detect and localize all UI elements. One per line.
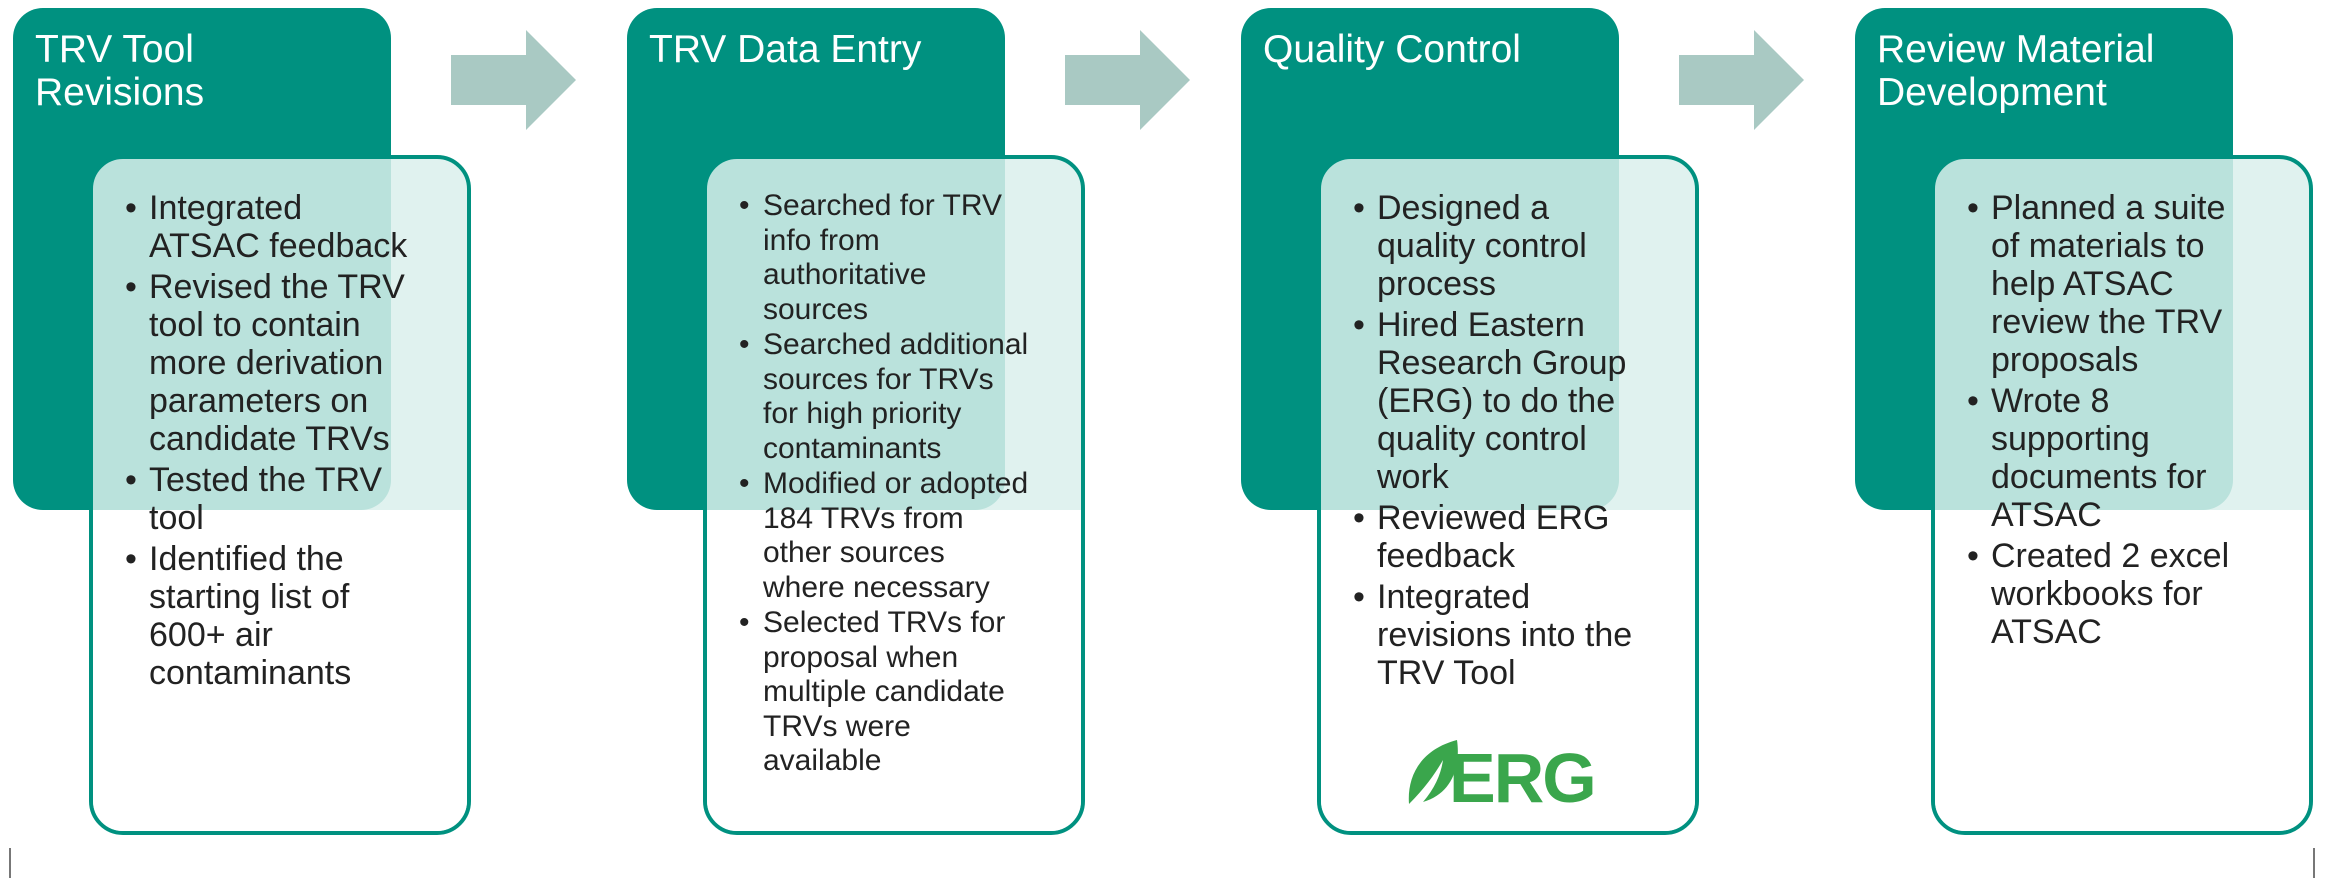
list-item-line: contaminants	[763, 431, 942, 465]
list-item-line: quality control	[1377, 227, 1587, 265]
list-item-line: TRVs were	[763, 709, 911, 743]
list-item-line: ATSAC	[1991, 613, 2102, 651]
step-4-body: Planned a suite of materials to help ATS…	[1931, 155, 2313, 835]
list-item-line: proposals	[1991, 341, 2139, 379]
list-item-line: info from	[763, 223, 880, 257]
list-item: Integrated ATSAC feedback	[125, 189, 443, 265]
list-item-line: for high priority	[763, 397, 962, 430]
list-item-line: workbooks for	[1991, 575, 2203, 613]
list-item-line: Revised the TRV	[149, 268, 405, 306]
list-item-line: Research Group	[1377, 344, 1627, 382]
list-item-line: process	[1377, 265, 1497, 303]
list-item-line: Searched for TRV	[763, 189, 1003, 222]
step-3-title: Quality Control	[1263, 28, 1597, 71]
list-item: Modified or adopted 184 TRVs from other …	[739, 467, 1057, 605]
list-item-line: 600+ air	[149, 616, 273, 654]
erg-logo: ERG	[1408, 739, 1595, 806]
step-4-title-line: Development	[1877, 71, 2107, 114]
list-item-line: contaminants	[149, 654, 352, 692]
list-item-line: other sources	[763, 536, 945, 569]
list-item: Integrated revisions into the TRV Tool	[1353, 578, 1671, 692]
list-item-line: revisions into the	[1377, 616, 1633, 654]
list-item-line: ATSAC feedback	[149, 227, 408, 265]
list-item-line: Modified or adopted	[763, 467, 1029, 500]
list-item-line: Wrote 8	[1991, 382, 2110, 420]
list-item-line: multiple candidate	[763, 675, 1005, 708]
list-item: Tested the TRV tool	[125, 461, 443, 537]
list-item-line: review the TRV	[1991, 303, 2223, 341]
list-item-line: authoritative	[763, 258, 927, 291]
list-item-line: sources	[763, 292, 869, 326]
step-1-list: Integrated ATSAC feedback Revised the TR…	[125, 189, 443, 692]
list-item-line: tool	[149, 499, 204, 537]
list-item-line: Searched additional	[763, 328, 1029, 361]
step-1-title: TRV Tool Revisions	[35, 28, 369, 114]
arrow-right-icon	[1065, 30, 1190, 130]
list-item-line: ATSAC	[1991, 496, 2102, 534]
list-item: Identified the starting list of 600+ air…	[125, 540, 443, 692]
step-1-title-line: TRV Tool	[35, 28, 194, 71]
list-item: Selected TRVs for proposal when multiple…	[739, 606, 1057, 779]
list-item: Planned a suite of materials to help ATS…	[1967, 189, 2285, 379]
step-4-title-line: Review Material	[1877, 28, 2155, 71]
list-item-line: help ATSAC	[1991, 265, 2174, 303]
list-item-line: Selected TRVs for	[763, 606, 1006, 639]
step-3-title-line: Quality Control	[1263, 28, 1521, 71]
step-2-title: TRV Data Entry	[649, 28, 983, 71]
list-item-line: more derivation	[149, 344, 384, 382]
list-item-line: Integrated	[149, 189, 303, 227]
bracket-left	[9, 848, 11, 878]
list-item-line: proposal when	[763, 640, 959, 674]
list-item-line: candidate TRVs	[149, 420, 390, 458]
list-item: Revised the TRV tool to contain more der…	[125, 268, 443, 458]
list-item-line: where necessary	[763, 570, 990, 604]
list-item-line: Planned a suite	[1991, 189, 2226, 227]
list-item-line: 184 TRVs from	[763, 501, 964, 535]
list-item: Designed a quality control process	[1353, 189, 1671, 303]
list-item: Wrote 8 supporting documents for ATSAC	[1967, 382, 2285, 534]
step-2-title-line: TRV Data Entry	[649, 28, 922, 71]
list-item-line: Created 2 excel	[1991, 537, 2230, 575]
step-2-list: Searched for TRV info from authoritative…	[739, 189, 1057, 779]
leaf-icon	[1408, 740, 1458, 804]
list-item-line: Identified the	[149, 540, 344, 578]
list-item-line: work	[1377, 458, 1449, 496]
step-4-title: Review Material Development	[1877, 28, 2211, 114]
list-item-line: Hired Eastern	[1377, 306, 1585, 344]
list-item: Searched for TRV info from authoritative…	[739, 189, 1057, 327]
step-2-body: Searched for TRV info from authoritative…	[703, 155, 1085, 835]
arrow-right-icon	[1679, 30, 1804, 130]
list-item-line: of materials to	[1991, 227, 2205, 265]
list-item-line: (ERG) to do the	[1377, 382, 1616, 420]
list-item-line: feedback	[1377, 537, 1515, 575]
erg-logo-text: ERG	[1449, 739, 1595, 806]
step-3-list: Designed a quality control process Hired…	[1353, 189, 1671, 692]
list-item: Searched additional sources for TRVs for…	[739, 328, 1057, 466]
list-item-line: quality control	[1377, 420, 1587, 458]
list-item-line: Designed a	[1377, 189, 1550, 227]
arrow-right-icon	[451, 30, 576, 130]
list-item-line: starting list of	[149, 578, 350, 616]
list-item-line: supporting	[1991, 420, 2150, 458]
step-1-body: Integrated ATSAC feedback Revised the TR…	[89, 155, 471, 835]
step-1-title-line: Revisions	[35, 71, 205, 114]
step-4-list: Planned a suite of materials to help ATS…	[1967, 189, 2285, 651]
list-item-line: Tested the TRV	[149, 461, 383, 499]
list-item: Reviewed ERG feedback	[1353, 499, 1671, 575]
list-item-line: tool to contain	[149, 306, 361, 344]
step-3-body: Designed a quality control process Hired…	[1317, 155, 1699, 835]
list-item-line: available	[763, 744, 882, 777]
list-item-line: parameters on	[149, 382, 369, 420]
list-item-line: sources for TRVs	[763, 362, 994, 396]
list-item-line: documents for	[1991, 458, 2207, 496]
bracket-right	[2313, 848, 2315, 878]
list-item: Created 2 excel workbooks for ATSAC	[1967, 537, 2285, 651]
list-item: Hired Eastern Research Group (ERG) to do…	[1353, 306, 1671, 496]
list-item-line: Integrated	[1377, 578, 1531, 616]
list-item-line: TRV Tool	[1377, 654, 1516, 692]
list-item-line: Reviewed ERG	[1377, 499, 1610, 537]
